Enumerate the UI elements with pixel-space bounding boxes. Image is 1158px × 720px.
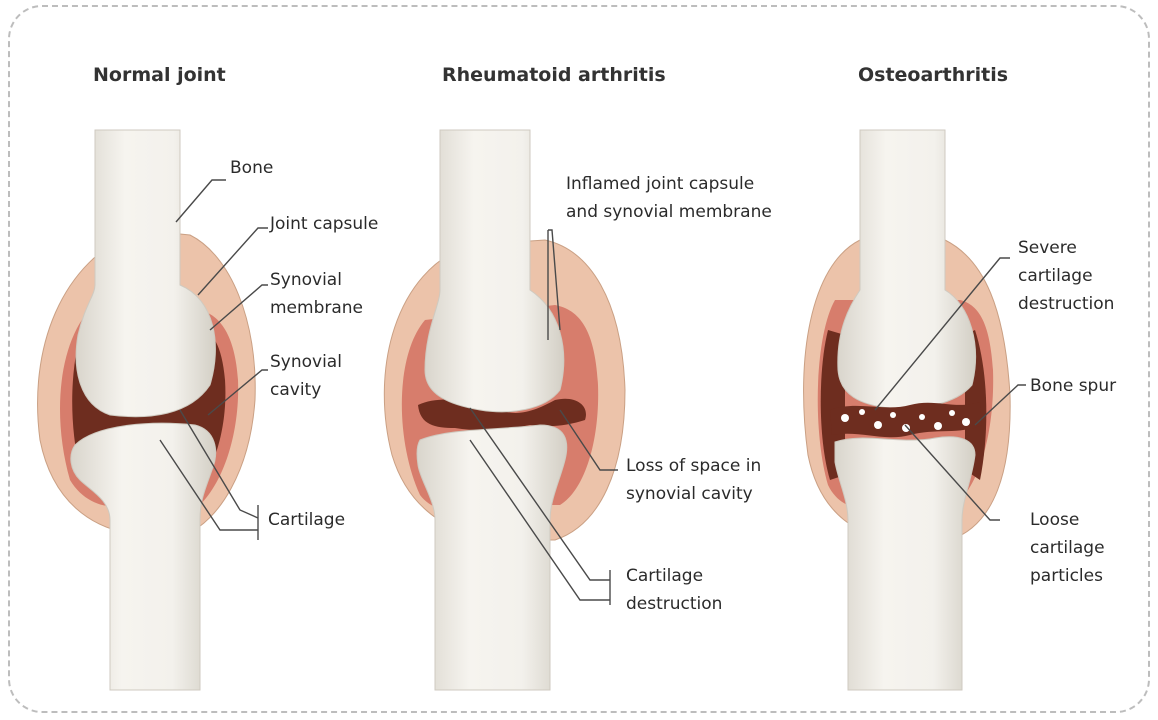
label-synovial-membrane-2: membrane [270,294,363,322]
label-loose-2: cartilage [1030,534,1105,562]
oa-lower-bone [835,437,975,690]
normal-joint-drawing [38,130,256,690]
osteoarthritis-title: Osteoarthritis [858,64,1008,86]
label-severe-3: destruction [1018,290,1114,318]
rheumatoid-title: Rheumatoid arthritis [442,64,666,86]
label-severe-1: Severe [1018,234,1077,262]
normal-lower-bone [71,423,216,690]
label-cartilage: Cartilage [268,506,345,534]
ra-lower-bone [417,425,567,690]
label-severe-2: cartilage [1018,262,1093,290]
osteo-joint-drawing [804,130,1011,690]
label-loose-1: Loose [1030,506,1079,534]
label-cartilage-destruction-1: Cartilage [626,562,703,590]
normal-joint-title: Normal joint [93,64,226,86]
label-loss-space-2: synovial cavity [626,480,753,508]
label-inflamed-1: Inflamed joint capsule [566,170,754,198]
label-loss-space-1: Loss of space in [626,452,761,480]
label-synovial-membrane-1: Synovial [270,266,342,294]
label-bone-spur: Bone spur [1030,372,1116,400]
label-joint-capsule: Joint capsule [270,210,378,238]
label-loose-3: particles [1030,562,1103,590]
label-cartilage-destruction-2: destruction [626,590,722,618]
label-synovial-cavity-2: cavity [270,376,321,404]
label-inflamed-2: and synovial membrane [566,198,772,226]
label-bone: Bone [230,154,273,182]
label-synovial-cavity-1: Synovial [270,348,342,376]
leader-bone [176,180,226,222]
